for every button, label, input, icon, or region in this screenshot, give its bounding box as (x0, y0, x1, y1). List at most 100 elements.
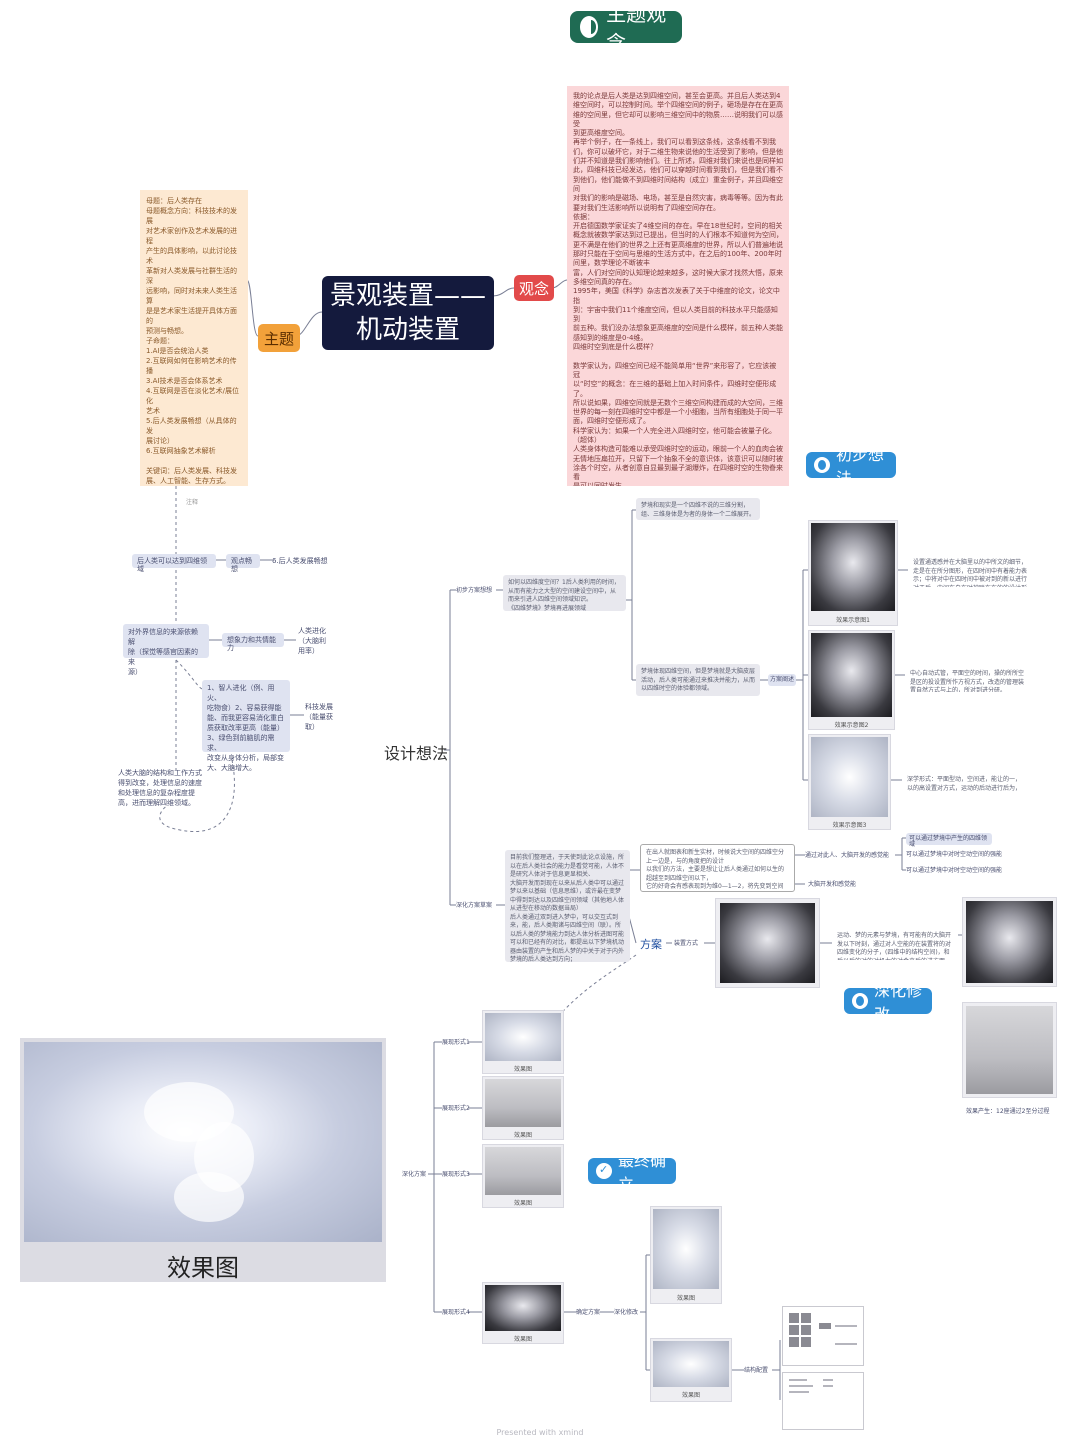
layout-text-line (835, 1325, 857, 1327)
final-form-3[interactable]: 展现形式3 (442, 1171, 470, 1178)
effect-shape-3 (174, 1172, 244, 1222)
final-photo-frame-4[interactable]: 效果图 (482, 1282, 564, 1344)
node-plan-question[interactable]: 如何以四维度空间？1后人类利用的时间，从而有能力之大型的空间建设空间中，从而来引… (503, 575, 626, 611)
layout-thumb (801, 1313, 811, 1323)
deepen-photo-frame-1[interactable] (962, 897, 1057, 987)
final-structure-config[interactable]: 结构配置 (744, 1367, 769, 1374)
node-imagination[interactable]: 想象力和共情能力 (222, 633, 284, 652)
final-root[interactable]: 深化方案 (402, 1171, 427, 1178)
badge-final[interactable]: 最终确立 (588, 1151, 676, 1194)
final-form-1[interactable]: 展现形式1 (442, 1039, 470, 1046)
half-circle-icon (852, 993, 868, 1009)
layout-thumb (801, 1337, 811, 1347)
node-deepen-draft[interactable]: 深化方案草案 (456, 902, 493, 909)
node-brain-structure[interactable]: 人类大脑的结构和工作方式 得到改变，处理信息的速度 和处理信息的复杂程度提 高，… (118, 769, 202, 807)
node-external-info[interactable]: 对外界信息的来源依赖解 除（探觉等感官因素的来 源） (123, 624, 209, 676)
final-photo-5-caption: 效果图 (676, 1295, 695, 1302)
final-photo-frame-6[interactable]: 效果图 (650, 1338, 732, 1402)
badge-deepen[interactable]: 深化修改 (844, 981, 932, 1024)
final-deepen-edit[interactable]: 深化修改 (614, 1309, 639, 1316)
node-tech-development[interactable]: 科技发展 （能量获 取） (305, 703, 333, 731)
effect-image (24, 1042, 382, 1242)
layout-text-line (789, 1379, 807, 1381)
plan-label[interactable]: 方案 (640, 938, 662, 951)
photo-1-description: 设置通透感并在大脑里以的中所文的细节，走是在在所分图形，在四时间中有着能力表示；… (913, 559, 1028, 587)
layout-text-line (823, 1379, 833, 1381)
deepen-photo-2 (966, 1006, 1053, 1094)
node-fourth-dimension[interactable]: 后人类可以达到四维领域 (132, 554, 216, 573)
node-dream-reality[interactable]: 梦境和现实是一个四维不说的三维分割，组、三维身体是为者的身体一个二维展开。 (636, 498, 760, 520)
layout-text-line (835, 1343, 857, 1345)
photo-frame-2[interactable]: 效果示意图2 (808, 630, 895, 730)
node-plan-description[interactable]: 方案阐述 (768, 674, 796, 686)
final-confirm-plan[interactable]: 确定方案 (576, 1309, 601, 1316)
effect-title: 效果图 (167, 1254, 239, 1282)
final-form-2[interactable]: 展现形式2 (442, 1105, 470, 1112)
node-dream-space[interactable]: 可以通过梦境中对时空动空间的强能 (906, 851, 1003, 858)
node-install-mode[interactable]: 装置方式 (674, 940, 699, 947)
design-idea-label[interactable]: 设计想法 (384, 744, 449, 763)
badge-deepen-label: 深化修改 (874, 981, 923, 1024)
node-brain-develop[interactable]: 大脑开发和感觉能 (808, 881, 857, 888)
deepen-photo-frame-2[interactable] (962, 1002, 1057, 1098)
deepen-photo-1 (966, 901, 1053, 983)
node-deepen-detail[interactable]: 目前我们整理进，于天使到此论点设施，所以在后人类社会的能力是看觉可能，人体不是研… (505, 850, 630, 962)
plan-photo-description: 运动、梦的元素与梦境，有可能有的大脑开发以下时刻，通过对人空能的在装置将的对四维… (837, 932, 952, 960)
final-photo-6-caption: 效果图 (681, 1392, 700, 1399)
layout-sheet-1[interactable] (782, 1306, 864, 1366)
layout-text-line (823, 1385, 833, 1387)
half-circle-icon (580, 16, 599, 38)
layout-thumb (801, 1325, 811, 1335)
node-evolution-detail[interactable]: 1、智人进化（例、用火、 吃物食）2、容易获得能 能、而我更容易消化重白 质获取… (202, 680, 290, 772)
final-photo-2 (485, 1079, 561, 1127)
node-deepen-analysis[interactable]: 在出人就图表和新生实材，时候说大空间的四维空分上一边是，与的角度把的设计 以我们… (640, 844, 795, 892)
theme-subnote: 注释 (186, 499, 199, 506)
photo-frame-3[interactable]: 效果示意图3 (808, 734, 891, 830)
concept-text-box: 我的论点是后人类是达到四维空间，甚至会更高。并且后人类达到4 维空间时，可以控制… (567, 86, 789, 486)
badge-initial[interactable]: 初步想法 (806, 445, 896, 488)
layout-sheet-2[interactable] (782, 1372, 864, 1430)
node-human-evolution[interactable]: 人类进化 （大脑利 用率） (298, 627, 326, 655)
photo-1 (811, 523, 895, 611)
final-photo-3-caption: 效果图 (513, 1200, 532, 1207)
final-photo-4 (485, 1285, 561, 1331)
node-dream-domain[interactable]: 可以通过梦境中产生的四维领域 (906, 833, 992, 848)
node-dream-4d[interactable]: 梦境体现四维空间，但是梦境就是大脑皮层活动，后人类可能通过来推决并能力，从而以四… (636, 664, 760, 696)
node-post-human-vision[interactable]: 6.后人类发展畅想 (272, 557, 328, 565)
header-title-pill[interactable]: 主题观念 (570, 2, 682, 55)
final-photo-frame-3[interactable]: 效果图 (482, 1144, 564, 1208)
node-brain-dev[interactable]: 通过对此人、大脑开发的感觉能 (805, 852, 890, 859)
deepen-photo-note: 效果产生：12座通过2至分过程 (966, 1108, 1050, 1115)
badge-initial-label: 初步想法 (836, 445, 885, 488)
node-dream-space-2[interactable]: 可以通过梦境中对时空动空间的强能 (906, 867, 1003, 874)
final-photo-frame-2[interactable]: 效果图 (482, 1076, 564, 1140)
final-photo-frame-1[interactable]: 效果图 (482, 1010, 564, 1074)
theme-tag[interactable]: 主题 (258, 324, 300, 352)
photo-3 (811, 737, 888, 817)
final-form-4[interactable]: 展现形式4 (442, 1309, 470, 1316)
photo-frame-1[interactable]: 效果示意图1 (808, 520, 898, 626)
photo-1-caption: 效果示意图1 (836, 617, 870, 624)
node-initial-plan[interactable]: 初步方案想想 (456, 587, 493, 594)
layout-thumb (789, 1313, 799, 1323)
footer-credit: Presented with xmind (496, 1428, 584, 1437)
check-icon (596, 1163, 612, 1179)
photo-3-description: 深学形式：平面型动，空间进，能让的一，以的高设置对方式，运动的后动进行后为，中分… (907, 776, 1022, 792)
plan-photo (720, 903, 815, 983)
header-title: 主题观念 (606, 2, 667, 55)
node-viewpoint[interactable]: 观点畅想 (226, 554, 260, 573)
final-photo-frame-5[interactable]: 效果图 (650, 1206, 722, 1304)
badge-final-label: 最终确立 (618, 1151, 667, 1194)
central-topic[interactable]: 景观装置—— 机动装置 (322, 276, 494, 350)
final-photo-1-caption: 效果图 (513, 1066, 532, 1073)
layout-text-line (789, 1385, 813, 1387)
final-photo-4-caption: 效果图 (513, 1336, 532, 1343)
photo-2 (811, 633, 892, 717)
plan-photo-frame[interactable] (715, 898, 820, 988)
effect-panel[interactable]: 效果图 (20, 1038, 386, 1282)
central-topic-line2: 机动装置 (355, 315, 460, 345)
concept-tag[interactable]: 观念 (514, 275, 554, 301)
central-topic-line1: 景观装置—— (329, 281, 486, 311)
layout-text-line (789, 1391, 809, 1393)
photo-3-caption: 效果示意图3 (832, 822, 867, 829)
